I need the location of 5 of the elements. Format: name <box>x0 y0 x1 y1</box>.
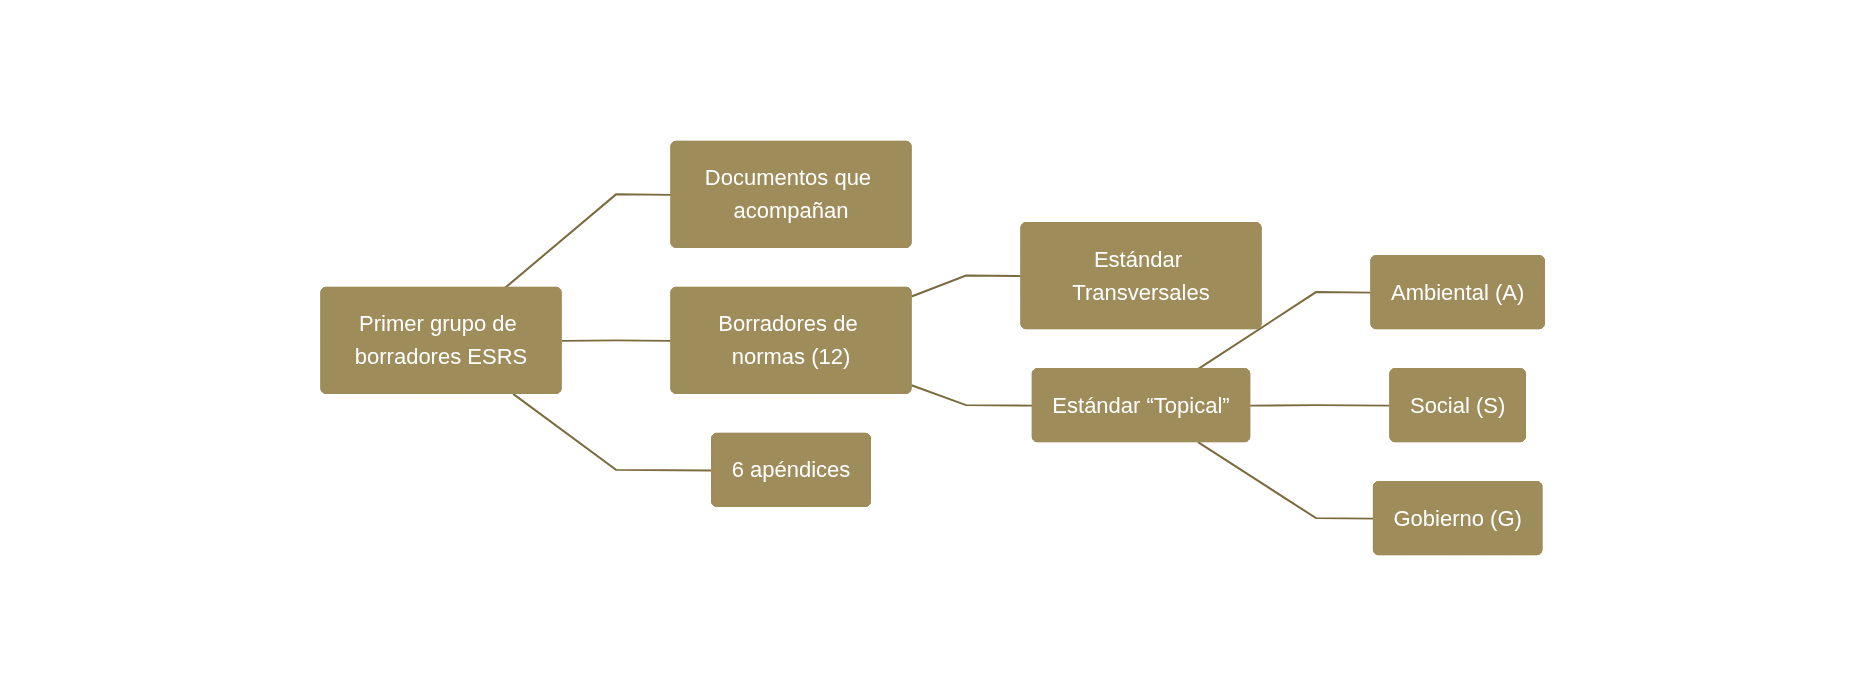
connector <box>560 339 673 342</box>
connector <box>1249 404 1392 407</box>
connector <box>512 392 714 472</box>
connector <box>910 274 1023 298</box>
connector <box>504 193 673 289</box>
